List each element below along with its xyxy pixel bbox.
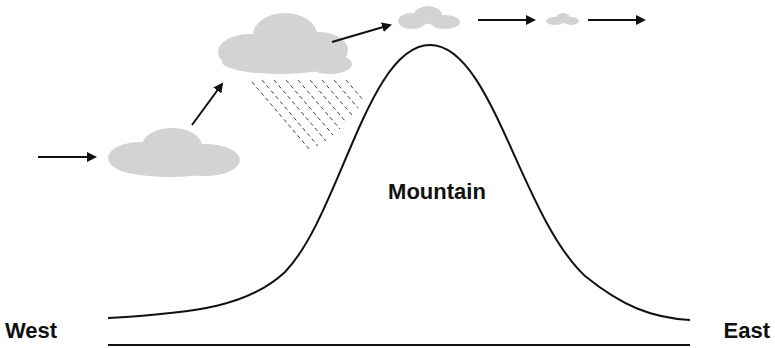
mountain-label: Mountain [388,180,486,204]
cloud [218,13,352,74]
cloud [108,128,240,177]
direction-label: East [724,319,770,343]
cloud [398,6,460,29]
direction-label: West [5,319,57,343]
ground-line [108,344,690,346]
mountain-outline [108,45,690,320]
cloud [546,13,579,25]
wind-arrow [38,20,644,157]
rain [252,80,364,150]
